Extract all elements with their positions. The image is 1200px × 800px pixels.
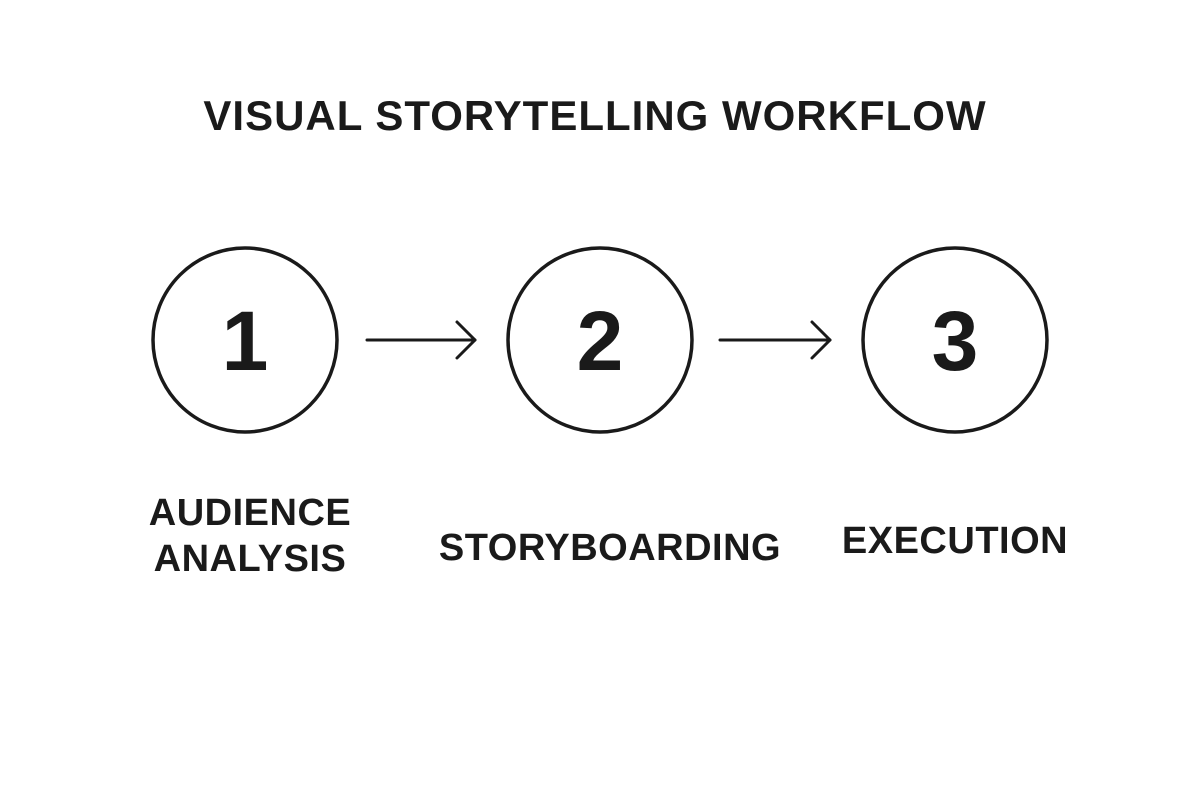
step-1-label-line: ANALYSIS xyxy=(153,538,347,580)
step-3-circle xyxy=(861,246,1049,434)
step-3-label-line: EXECUTION xyxy=(841,520,1069,562)
step-2-label-line: STORYBOARDING xyxy=(438,527,782,569)
step-2-label: STORYBOARDING xyxy=(430,525,790,571)
step-3-node: 3 xyxy=(861,246,1049,434)
step-1-number: 1 xyxy=(222,294,269,388)
step-2-circle xyxy=(506,246,694,434)
arrow-right-icon xyxy=(718,320,832,360)
arrow-right-icon xyxy=(365,320,477,360)
step-2-node: 2 xyxy=(506,246,694,434)
step-1-node: 1 xyxy=(151,246,339,434)
step-1-circle xyxy=(151,246,339,434)
diagram-title: VISUAL STORYTELLING WORKFLOW xyxy=(203,92,987,139)
step-2-number: 2 xyxy=(577,294,624,388)
step-3-label: EXECUTION xyxy=(800,518,1110,564)
step-1-label: AUDIENCE ANALYSIS xyxy=(100,490,400,582)
step-3-number: 3 xyxy=(932,294,979,388)
step-1-label-line: AUDIENCE xyxy=(148,492,352,534)
